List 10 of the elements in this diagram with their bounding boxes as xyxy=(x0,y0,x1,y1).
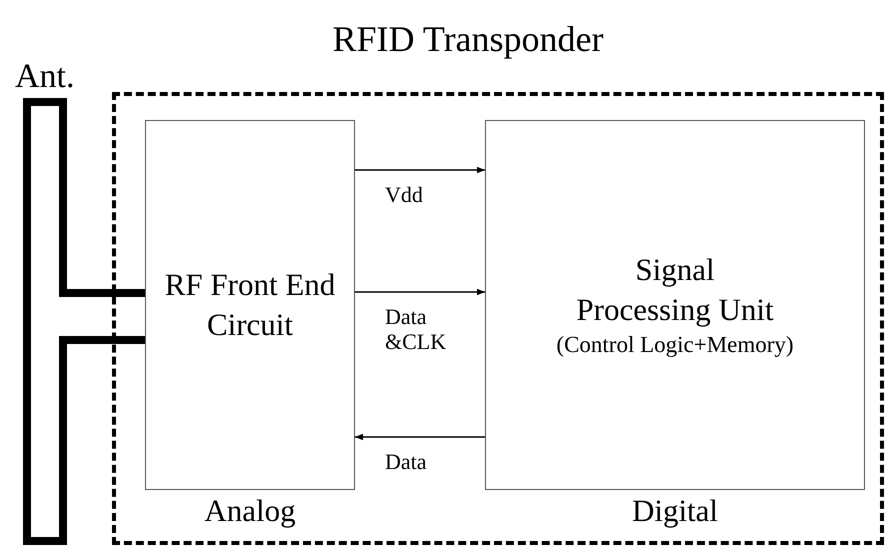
block-subtitle: (Control Logic+Memory) xyxy=(556,331,794,360)
block-label: Signal Processing Unit xyxy=(575,250,775,330)
group-title: RFID Transponder xyxy=(331,18,605,60)
arrow xyxy=(355,288,485,296)
antenna-label: Ant. xyxy=(15,60,76,94)
block-caption: Analog xyxy=(203,493,297,529)
arrow xyxy=(355,434,485,440)
block-label: RF Front End Circuit xyxy=(164,266,336,344)
arrow xyxy=(355,166,485,174)
block-caption: Digital xyxy=(630,493,720,529)
